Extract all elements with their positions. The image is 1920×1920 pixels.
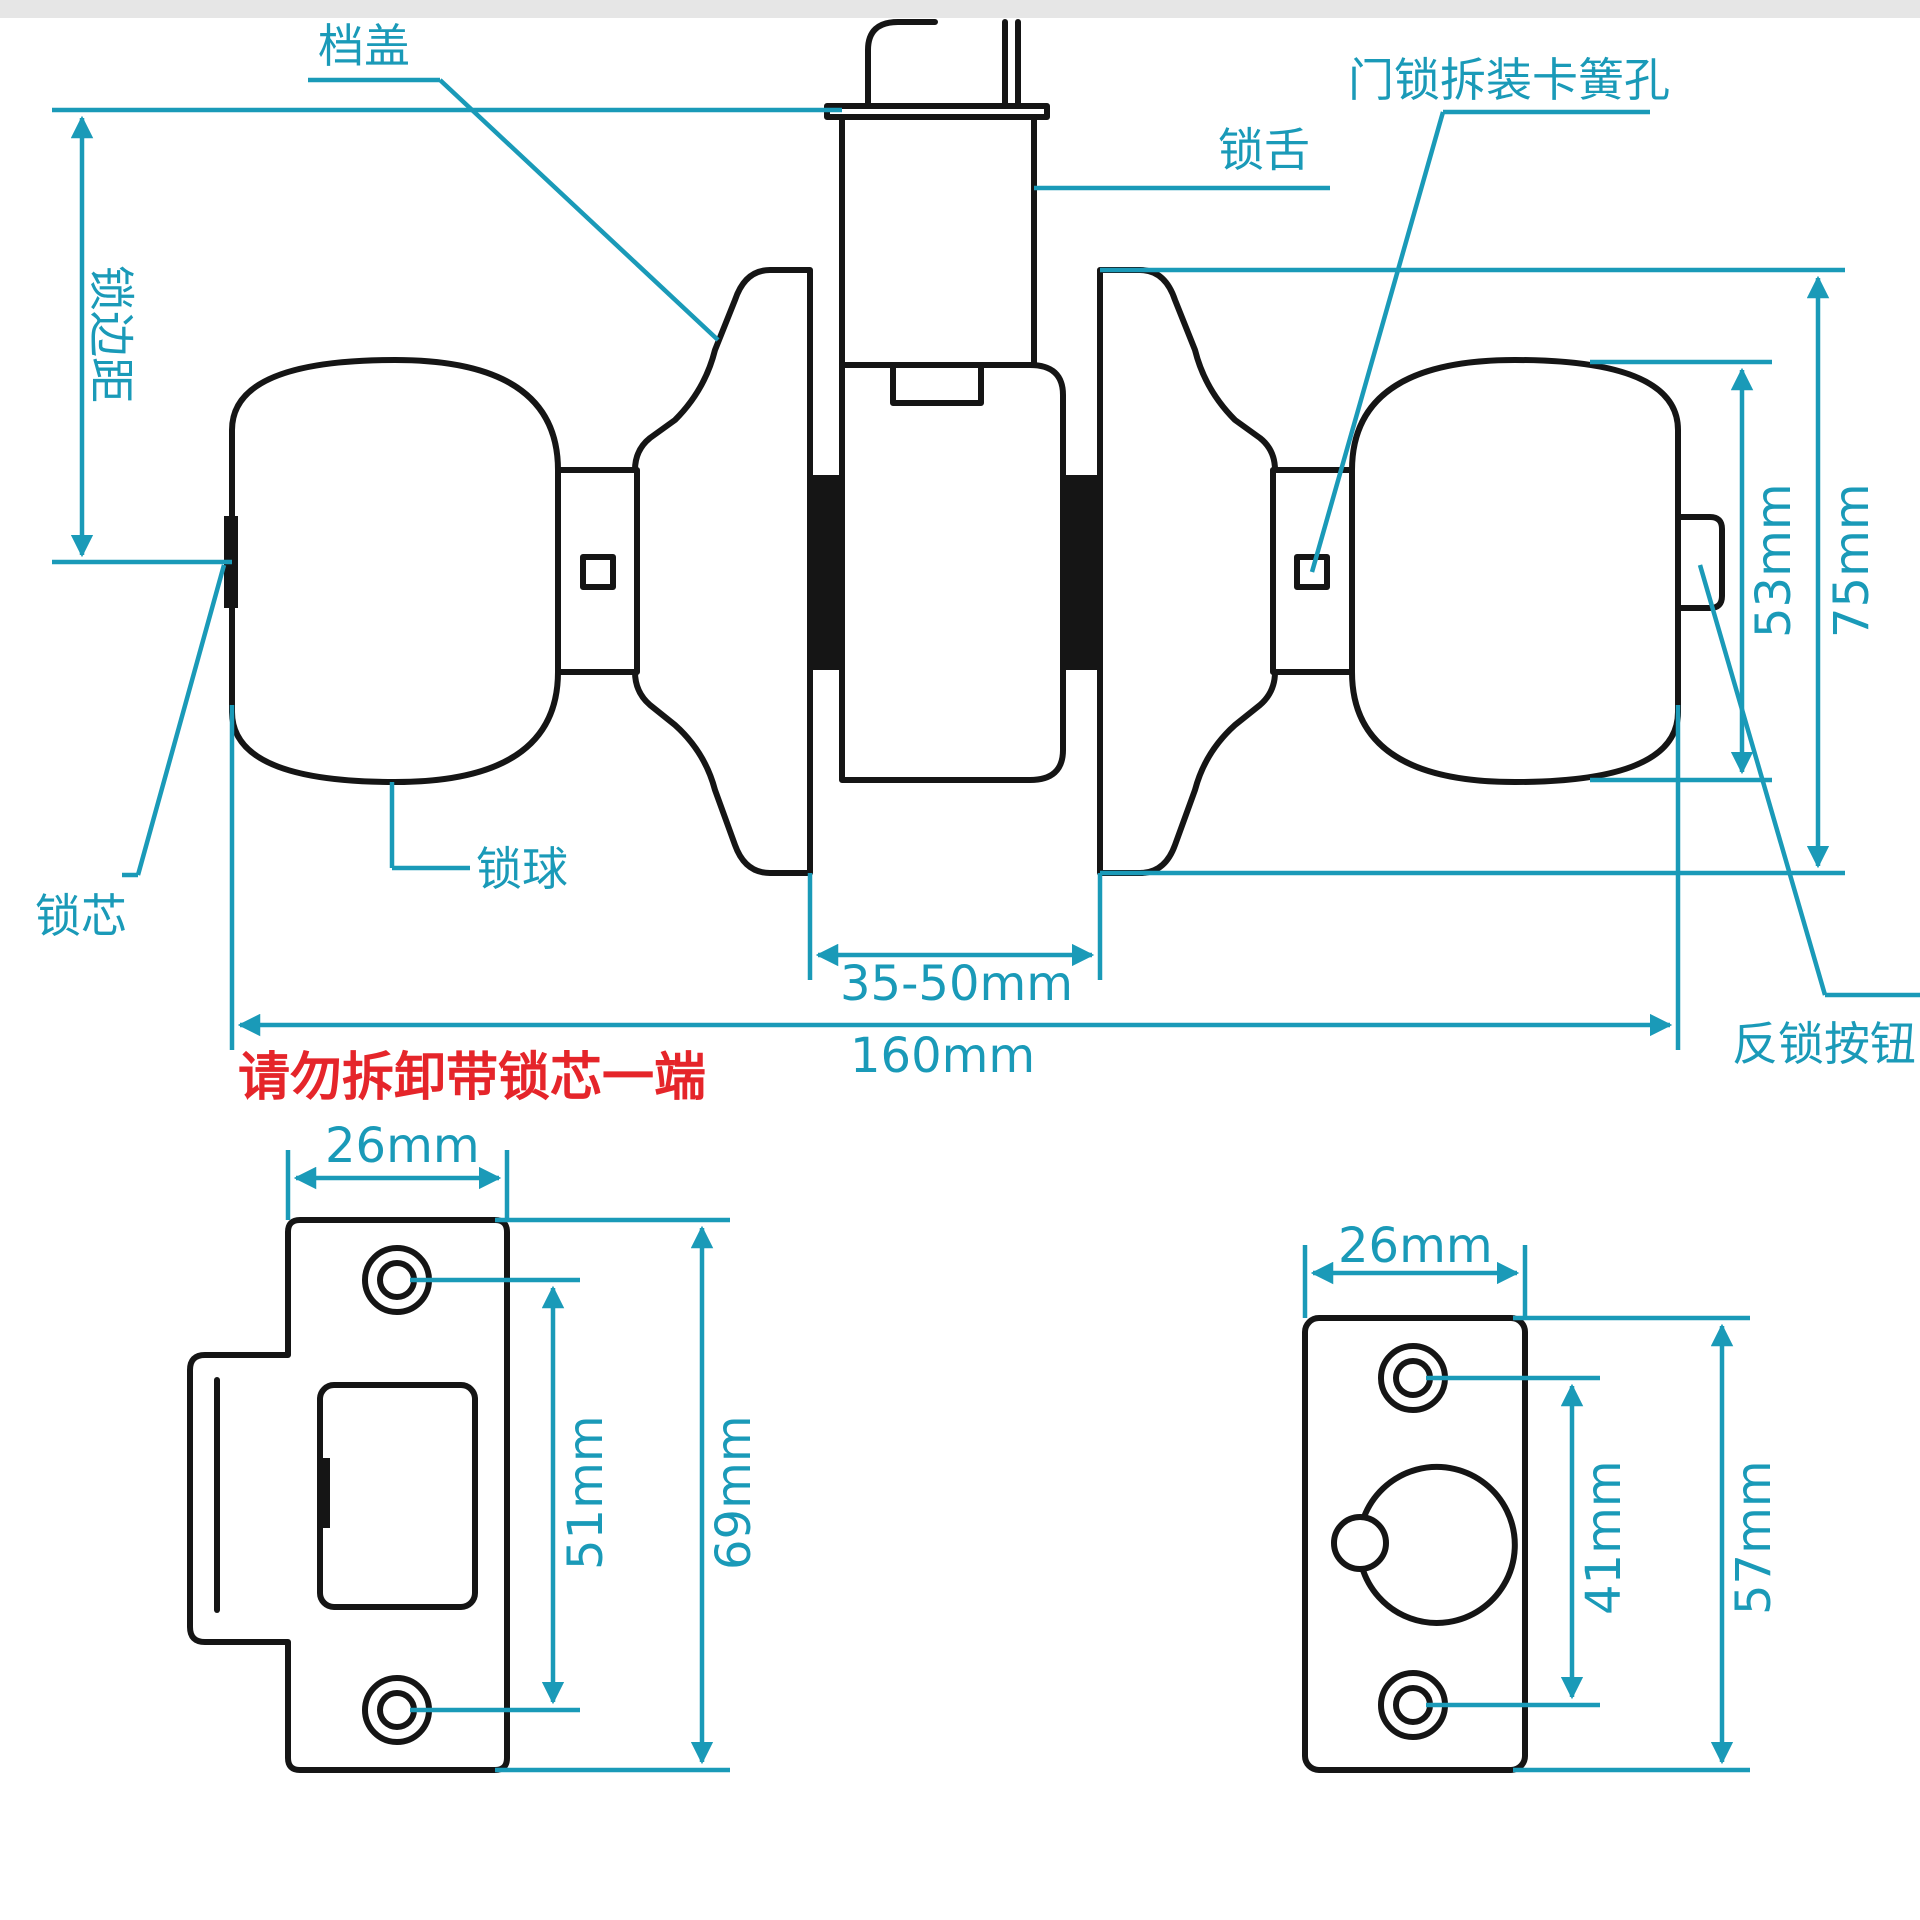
svg-text:26mm: 26mm (325, 1118, 480, 1174)
dim-strike2-width: 26mm (1302, 1218, 1528, 1318)
privacy-button (1675, 514, 1725, 611)
top-border (0, 0, 1920, 18)
latch-bolt-shaft (839, 114, 1037, 370)
right-knob (1349, 357, 1681, 785)
label-lock-core: 锁芯 (35, 564, 227, 943)
dim-strike2-holes: 41mm (1426, 1375, 1632, 1708)
svg-text:75mm: 75mm (1824, 483, 1880, 638)
label-dang-gai: 档盖 (308, 19, 720, 342)
dim-rose-diameter: 75mm (1100, 267, 1880, 876)
svg-text:57mm: 57mm (1726, 1460, 1782, 1615)
strike-plate-2 (1302, 1315, 1528, 1773)
latch-bolt-curve (865, 19, 938, 113)
svg-text:锁芯: 锁芯 (35, 889, 127, 943)
strike-plate-2-hole (1359, 1463, 1518, 1626)
label-lock-ball: 锁球 (389, 782, 568, 896)
lock-body-drawing (224, 19, 1725, 876)
svg-text:160mm: 160mm (850, 1028, 1035, 1084)
dim-strike1-height: 69mm (495, 1217, 762, 1773)
svg-text:锁球: 锁球 (476, 842, 568, 896)
left-neck-hole (580, 554, 616, 590)
svg-text:档盖: 档盖 (318, 19, 410, 73)
left-knob (229, 357, 561, 785)
label-privacy-button: 反锁按钮 (1697, 564, 1920, 1071)
svg-text:锁边距: 锁边距 (84, 265, 138, 403)
label-card-hole: 门锁拆装卡簧孔 (1309, 53, 1670, 573)
latch-slot (890, 362, 984, 406)
strike-plate-1-opening (317, 1382, 478, 1610)
door-edge-left (812, 475, 842, 670)
svg-text:门锁拆装卡簧孔: 门锁拆装卡簧孔 (1348, 53, 1670, 107)
svg-text:锁舌: 锁舌 (1218, 123, 1310, 177)
dim-total-length: 160mm (229, 705, 1681, 1084)
svg-text:26mm: 26mm (1338, 1218, 1493, 1274)
dim-strike1-width: 26mm (285, 1118, 510, 1220)
svg-text:51mm: 51mm (558, 1415, 614, 1570)
svg-text:35-50mm: 35-50mm (840, 956, 1073, 1012)
door-edge-right (1063, 475, 1098, 670)
warning-text: 请勿拆卸带锁芯一端 (238, 1048, 706, 1108)
dim-strike1-holes: 51mm (410, 1277, 614, 1713)
left-rose (632, 267, 813, 876)
svg-text:反锁按钮: 反锁按钮 (1732, 1017, 1916, 1071)
label-latch-tongue: 锁舌 (1034, 123, 1330, 191)
svg-text:41mm: 41mm (1576, 1460, 1632, 1615)
dim-backset: 锁边距 (52, 107, 842, 565)
svg-text:69mm: 69mm (706, 1415, 762, 1570)
dim-door-thickness: 35-50mm (807, 873, 1103, 1012)
dim-knob-diameter: 53mm (1590, 359, 1802, 783)
strike-plate-1 (187, 1217, 510, 1773)
svg-text:53mm: 53mm (1746, 483, 1802, 638)
dim-strike2-height: 57mm (1513, 1315, 1782, 1773)
right-rose (1097, 267, 1278, 876)
latch-case (839, 362, 1066, 783)
